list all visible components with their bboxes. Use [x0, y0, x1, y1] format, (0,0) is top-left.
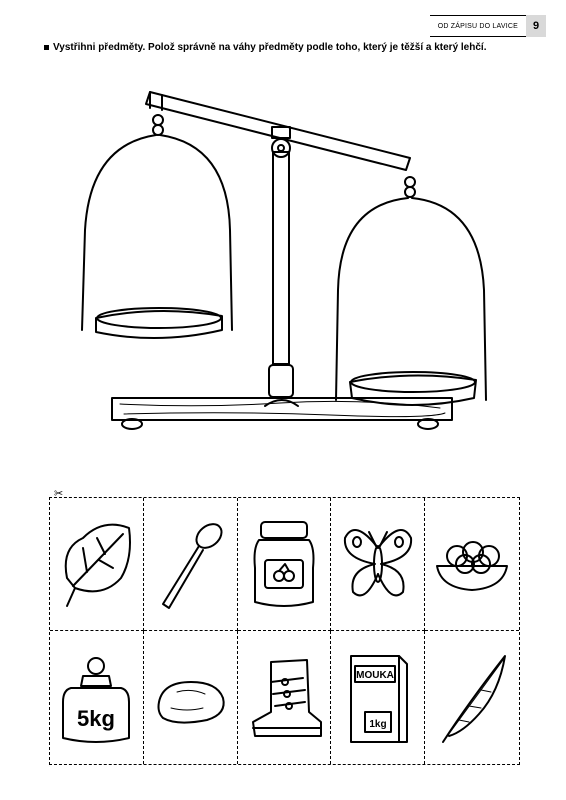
- butterfly-icon: [343, 529, 412, 597]
- cutout-cell-stone[interactable]: [144, 631, 238, 764]
- scale-beam: [145, 91, 411, 171]
- apple-bowl-icon: [436, 541, 509, 591]
- cutout-cell-leaf[interactable]: [50, 498, 144, 631]
- jam-jar-icon: [253, 521, 315, 607]
- flour-package-icon: MOUKA 1kg: [349, 654, 408, 743]
- right-hanger: [335, 197, 409, 401]
- cutout-cell-spoon[interactable]: [143, 498, 238, 631]
- weight-icon: 5kg: [62, 656, 131, 743]
- cutout-cell-jar[interactable]: [237, 498, 332, 631]
- page-header: OD ZÁPISU DO LAVICE 9: [429, 15, 546, 37]
- leaf-icon: [65, 523, 132, 607]
- instruction: Vystřihni předměty. Polož správně na váh…: [44, 42, 544, 53]
- right-pan: [349, 374, 477, 406]
- instruction-text: Vystřihni předměty. Polož správně na váh…: [53, 42, 487, 53]
- page-number: 9: [526, 15, 546, 37]
- header-title: OD ZÁPISU DO LAVICE: [429, 15, 526, 37]
- cutout-cell-ski-boot[interactable]: [238, 631, 332, 764]
- scale-pivot: [271, 138, 291, 158]
- cutout-cell-flour[interactable]: MOUKA 1kg: [331, 631, 426, 764]
- cutout-grid: 5kg M: [49, 497, 520, 765]
- bullet-icon: [44, 45, 49, 50]
- cutout-cell-butterfly[interactable]: [331, 498, 426, 631]
- balance-scale-illustration: [81, 91, 487, 430]
- scale-base: [111, 397, 453, 421]
- scissors-icon: ✂: [54, 488, 64, 500]
- scale-foot-left: [121, 418, 143, 430]
- stone-icon: [157, 680, 225, 724]
- left-pan: [95, 310, 223, 339]
- scale-column-lower: [268, 364, 294, 398]
- scale-foot-right: [417, 418, 439, 430]
- weight-label: 5kg: [77, 706, 115, 731]
- flour-brand: MOUKA: [356, 670, 394, 681]
- feather-icon: [442, 654, 507, 743]
- cutout-cell-weight[interactable]: 5kg: [50, 631, 144, 764]
- ski-boot-icon: [251, 658, 322, 737]
- left-hanger: [81, 134, 157, 331]
- scale-column: [272, 151, 290, 365]
- flour-weight-label: 1kg: [369, 719, 386, 730]
- cutout-cell-feather[interactable]: [425, 631, 519, 764]
- cutout-cell-apples[interactable]: [425, 498, 519, 631]
- spoon-icon: [162, 523, 223, 609]
